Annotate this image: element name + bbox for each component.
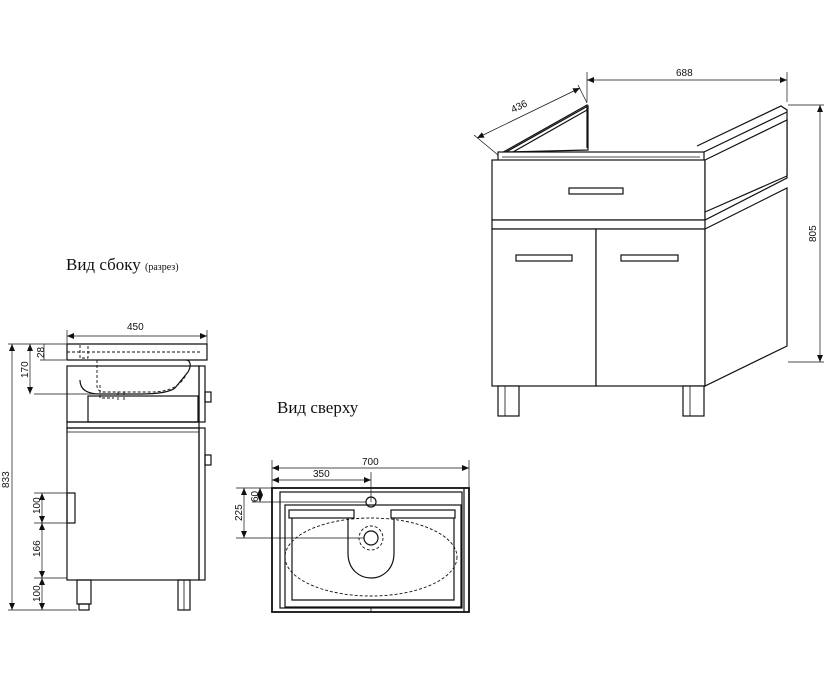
iso-right-side-upper xyxy=(704,119,788,221)
dim-side-top-offset: 28 xyxy=(36,346,47,358)
dim-top-width: 700 xyxy=(362,457,379,468)
iso-drawer-handle xyxy=(568,187,624,195)
iso-leg-left xyxy=(497,385,520,417)
isometric-view: 688 436 805 xyxy=(473,68,824,417)
side-view: 450 833 28 170 100 166 100 xyxy=(1,322,212,611)
top-outer-frame xyxy=(271,487,470,613)
iso-gap-strip xyxy=(491,219,706,230)
top-view-title: Вид сверху xyxy=(277,398,358,418)
iso-leg-right xyxy=(682,385,705,417)
dim-side-drawer: 170 xyxy=(20,361,31,378)
side-view-label: Вид сбоку xyxy=(66,255,141,274)
dim-side-total-height: 833 xyxy=(1,471,12,488)
dim-top-hole-offset: 60 xyxy=(250,490,261,502)
dim-side-handle-pos: 166 xyxy=(32,540,43,557)
iso-left-door xyxy=(491,228,597,387)
iso-right-door-handle xyxy=(620,254,679,262)
dim-iso-depth: 436 xyxy=(509,98,529,115)
side-view-note: (разрез) xyxy=(145,262,179,273)
iso-left-door-handle xyxy=(515,254,573,262)
dim-iso-height: 805 xyxy=(808,225,819,242)
top-view: 700 350 60 225 xyxy=(234,457,470,613)
dim-iso-width: 688 xyxy=(676,68,693,79)
dim-side-handle: 100 xyxy=(32,497,43,514)
iso-right-side-lower xyxy=(704,187,788,387)
dim-side-depth: 450 xyxy=(127,322,144,333)
iso-right-door xyxy=(595,228,706,387)
top-drain xyxy=(363,530,379,546)
dim-side-leg: 100 xyxy=(32,585,43,602)
dim-top-half: 350 xyxy=(313,469,330,480)
side-view-title: Вид сбоку (разрез) xyxy=(66,255,179,275)
dim-top-drain-offset: 225 xyxy=(234,504,245,521)
top-basin-oval xyxy=(284,517,458,597)
top-view-label: Вид сверху xyxy=(277,398,359,417)
